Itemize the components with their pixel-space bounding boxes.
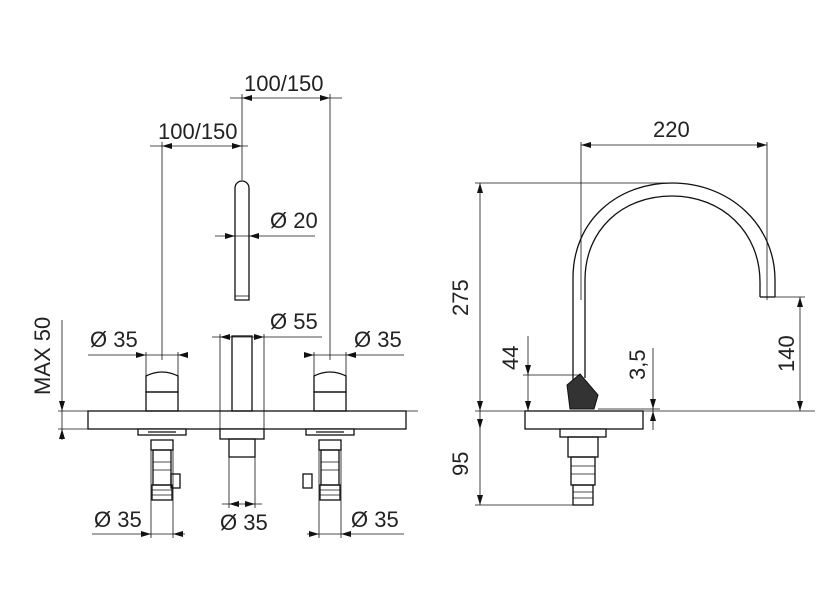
dim-label-lever-height: 44 <box>498 346 523 370</box>
dim-label-below-deck: 95 <box>448 452 473 476</box>
dim-right-handle-diameter: Ø 35 <box>304 327 404 376</box>
dim-spout-diameter: Ø 20 <box>215 208 318 239</box>
dim-spacing-right: 100/150 <box>230 71 342 360</box>
dim-right-shank-diameter: Ø 35 <box>307 440 404 538</box>
dim-label-left-handle-diameter: Ø 35 <box>90 327 138 352</box>
dim-label-reach: 220 <box>653 117 690 142</box>
dim-max-deck: MAX 50 <box>30 317 88 440</box>
dim-spacing-left: 100/150 <box>150 119 248 360</box>
dim-reach: 220 <box>580 117 768 300</box>
dim-label-center-shank-diameter: Ø 35 <box>220 510 268 535</box>
dim-label-left-shank-diameter: Ø 35 <box>94 507 142 532</box>
right-valve-front <box>302 371 355 501</box>
side-view: 220 275 95 44 <box>448 117 815 506</box>
dim-left-shank-diameter: Ø 35 <box>92 440 185 538</box>
dim-lever-height: 44 <box>498 336 580 411</box>
dim-label-outlet-height: 140 <box>774 335 799 372</box>
dim-label-base-height: 3,5 <box>625 349 650 380</box>
dim-height: 275 <box>448 182 672 411</box>
dim-label-spacing-right: 100/150 <box>244 71 324 96</box>
dim-below-deck: 95 <box>448 411 593 506</box>
dim-outlet-height: 140 <box>767 296 805 411</box>
dim-spout-base-diameter: Ø 55 <box>212 309 322 429</box>
dim-label-height: 275 <box>448 279 473 316</box>
spout-front <box>219 180 265 458</box>
dim-label-spout-base-diameter: Ø 55 <box>270 309 318 334</box>
dim-label-spacing-left: 100/150 <box>158 119 238 144</box>
dim-label-right-shank-diameter: Ø 35 <box>351 507 399 532</box>
dim-label-max-deck: MAX 50 <box>30 317 55 395</box>
dim-label-spout-diameter: Ø 20 <box>270 208 318 233</box>
dim-base-height: 3,5 <box>598 348 660 430</box>
gooseneck-spout-side <box>559 182 776 506</box>
left-valve-front <box>137 371 187 501</box>
deck-plate-front <box>87 410 407 430</box>
dim-center-shank-diameter: Ø 35 <box>220 457 268 535</box>
dim-left-handle-diameter: Ø 35 <box>88 327 188 376</box>
dim-label-right-handle-diameter: Ø 35 <box>354 327 402 352</box>
deck-plate-side <box>524 410 644 430</box>
front-view: 100/150 100/150 Ø 20 Ø 55 <box>30 71 418 538</box>
